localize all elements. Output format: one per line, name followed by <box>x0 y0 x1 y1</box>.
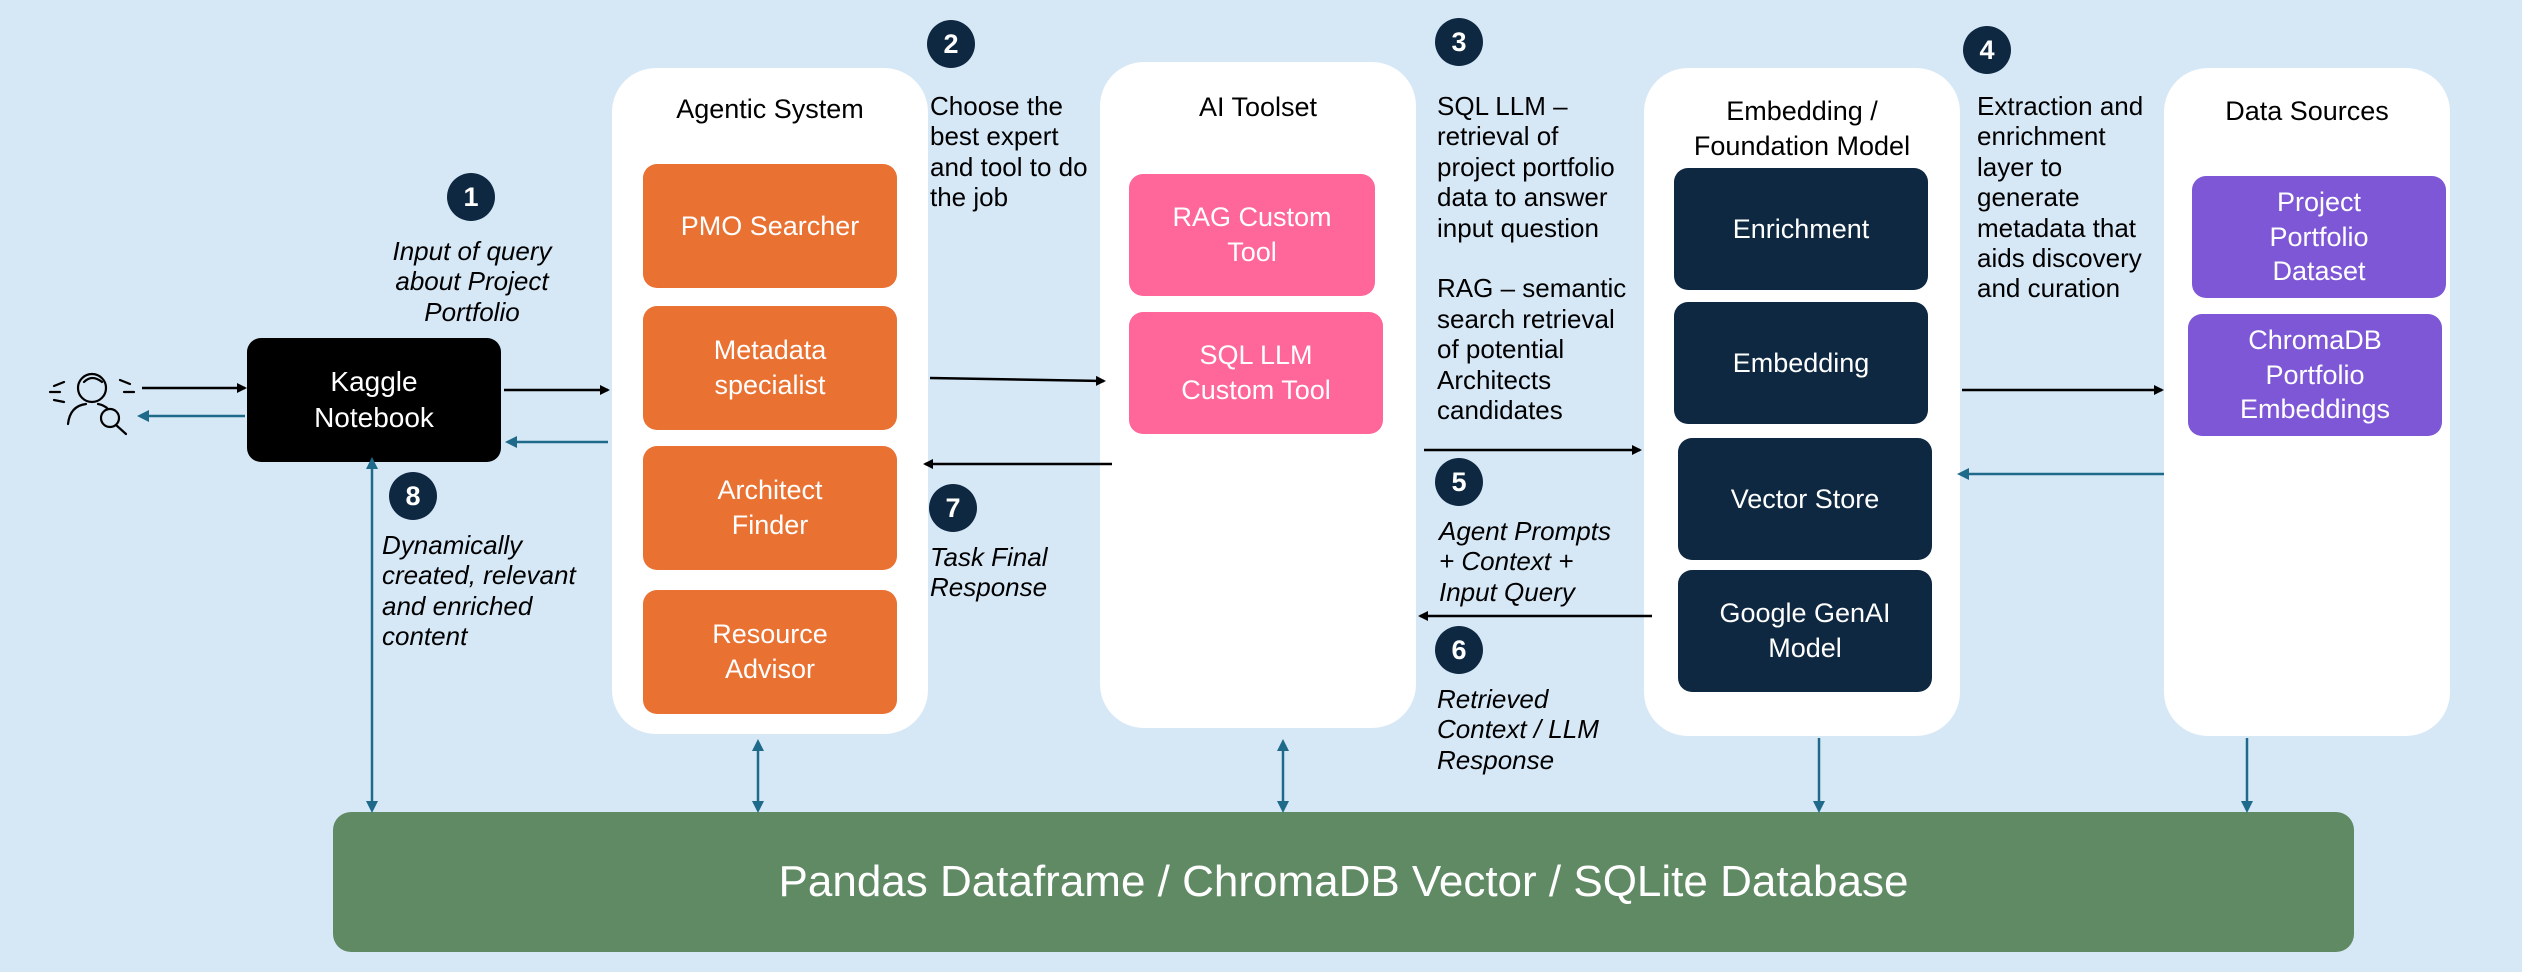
step-3-text: SQL LLM – retrieval of project portfolio… <box>1437 91 1627 426</box>
step-4-badge: 4 <box>1963 26 2011 74</box>
step-1-badge: 1 <box>447 173 495 221</box>
pmo-searcher-box: PMO Searcher <box>643 164 897 288</box>
architect-finder-box: Architect Finder <box>643 446 897 570</box>
step-4-text: Extraction and enrichment layer to gener… <box>1977 91 2144 304</box>
project-portfolio-dataset-box: Project Portfolio Dataset <box>2192 176 2446 298</box>
kaggle-notebook-box: Kaggle Notebook <box>247 338 501 462</box>
sql-llm-custom-tool-box: SQL LLM Custom Tool <box>1129 312 1383 434</box>
step-8-text: Dynamically created, relevant and enrich… <box>382 530 576 652</box>
step-3-badge: 3 <box>1435 18 1483 66</box>
resource-advisor-box: Resource Advisor <box>643 590 897 714</box>
rag-custom-tool-box: RAG Custom Tool <box>1129 174 1375 296</box>
step-8-badge: 8 <box>389 472 437 520</box>
chromadb-portfolio-embeddings-box: ChromaDB Portfolio Embeddings <box>2188 314 2442 436</box>
database-bar: Pandas Dataframe / ChromaDB Vector / SQL… <box>333 812 2354 952</box>
agentic-system-title: Agentic System <box>676 94 864 124</box>
step-2-badge: 2 <box>927 20 975 68</box>
google-genai-model-box: Google GenAI Model <box>1678 570 1932 692</box>
step-5-badge: 5 <box>1435 458 1483 506</box>
step-1-text: Input of query about Project Portfolio <box>392 236 552 327</box>
step-7-text: Task Final Response <box>930 542 1048 603</box>
step-6-text: Retrieved Context / LLM Response <box>1437 684 1599 775</box>
metadata-specialist-box: Metadata specialist <box>643 306 897 430</box>
ai-toolset-title: AI Toolset <box>1198 92 1318 122</box>
enrichment-box: Enrichment <box>1674 168 1928 290</box>
step-5-text: Agent Prompts + Context + Input Query <box>1439 516 1611 607</box>
step-7-badge: 7 <box>929 484 977 532</box>
step-6-badge: 6 <box>1435 626 1483 674</box>
embedding-model-title: Embedding / Foundation Model <box>1693 96 1911 162</box>
step-2-text: Choose the best expert and tool to do th… <box>930 91 1088 213</box>
embedding-box: Embedding <box>1674 302 1928 424</box>
user-search-icon <box>48 372 136 436</box>
data-sources-title: Data Sources <box>2225 96 2389 126</box>
vector-store-box: Vector Store <box>1678 438 1932 560</box>
